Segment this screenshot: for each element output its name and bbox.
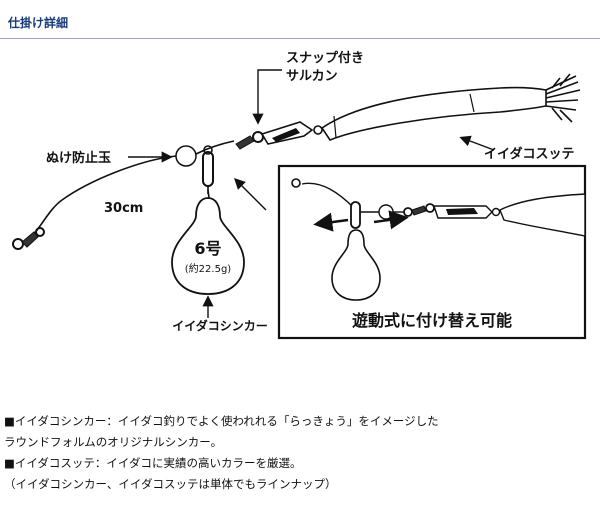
squid-jig-label: イイダコスッテ — [484, 146, 574, 162]
product-notes: ■イイダコシンカー：イイダコ釣りでよく使われれる「らっきょう」をイメージした ラ… — [4, 411, 596, 495]
note-line: ■イイダコスッテ：イイダコに実績の高いカラーを厳選。 — [4, 456, 302, 470]
note-line: （イイダコシンカー、イイダコスッテは単体でもラインナップ） — [4, 477, 337, 491]
sinker-line — [207, 189, 210, 199]
stopper-bead — [175, 145, 197, 167]
squid-jig — [320, 73, 581, 141]
squid-jig-arrow — [459, 135, 495, 151]
snap-swivel-arrow — [252, 69, 282, 125]
sinker-name-label: イイダコシンカー — [172, 318, 268, 333]
note-line: ラウンドフォルムのオリジナルシンカー。 — [4, 435, 223, 449]
snap-swivel — [235, 121, 323, 150]
upper-line — [195, 140, 235, 155]
inset-caption: 遊動式に付け替え可能 — [352, 311, 512, 330]
section-title: 仕掛け詳細 — [8, 16, 69, 30]
stopper-bead-label: ぬけ防止玉 — [46, 150, 111, 166]
inset-panel — [277, 164, 587, 340]
inset-pointer-arrow — [234, 178, 267, 211]
end-swivel — [12, 227, 45, 250]
sinker-size-label: 6号 — [194, 239, 221, 258]
section-divider — [0, 38, 600, 39]
sinker-body — [171, 197, 245, 295]
sinker-clip — [202, 145, 214, 194]
main-line — [27, 155, 177, 241]
snap-swivel-label-line1: スナップ付き — [286, 50, 364, 66]
snap-swivel-label-line2: サルカン — [286, 69, 338, 84]
section-header: 仕掛け詳細 — [0, 0, 600, 40]
rig-diagram: 6号 (約22.5g) 30cm ぬけ防止玉 スナップ付き サルカン イイダコス… — [12, 50, 587, 340]
sinker-weight-label: (約22.5g) — [185, 262, 232, 275]
line-length-label: 30cm — [104, 201, 143, 216]
note-line: ■イイダコシンカー：イイダコ釣りでよく使われれる「らっきょう」をイメージした — [4, 414, 439, 428]
